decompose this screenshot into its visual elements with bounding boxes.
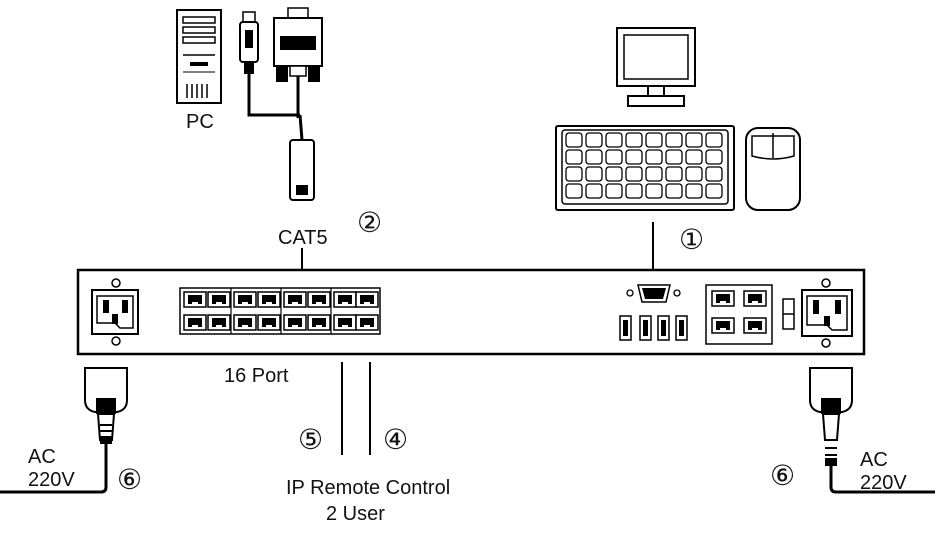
ps2-plug-icon (239, 11, 300, 117)
rj45-port-block (179, 287, 381, 335)
ip-port-block (705, 284, 773, 345)
pc-label: PC (186, 111, 214, 133)
callout-1: ① (679, 223, 705, 256)
computer-tower-icon (176, 9, 222, 104)
ports-label: 16 Port (224, 365, 289, 387)
ac-right-label: AC (860, 449, 888, 471)
callout-2: ② (357, 206, 383, 239)
power-plug-icon (0, 367, 128, 494)
callout-4: ④ (383, 423, 409, 456)
callout-6-right: ⑥ (770, 459, 796, 492)
vga-port-icon (626, 284, 681, 303)
ip-remote-label: IP Remote Control (286, 477, 451, 499)
power-switch-icon (782, 298, 795, 330)
keyboard-icon (555, 125, 735, 211)
vga-plug-icon (273, 7, 323, 141)
ip-users-label: 2 User (326, 503, 385, 525)
ac-left-label: AC (28, 446, 56, 468)
voltage-left-label: 220V (28, 469, 75, 491)
monitor-icon (616, 27, 696, 107)
callout-6-left: ⑥ (117, 463, 143, 496)
callout-5: ⑤ (298, 423, 324, 456)
power-plug-icon (809, 367, 935, 494)
mouse-icon (745, 127, 801, 211)
power-socket-icon (801, 278, 853, 348)
voltage-right-label: 220V (860, 472, 907, 494)
cat5-adapter-icon (289, 139, 315, 201)
power-socket-icon (91, 278, 139, 346)
cat5-label: CAT5 (278, 227, 328, 249)
